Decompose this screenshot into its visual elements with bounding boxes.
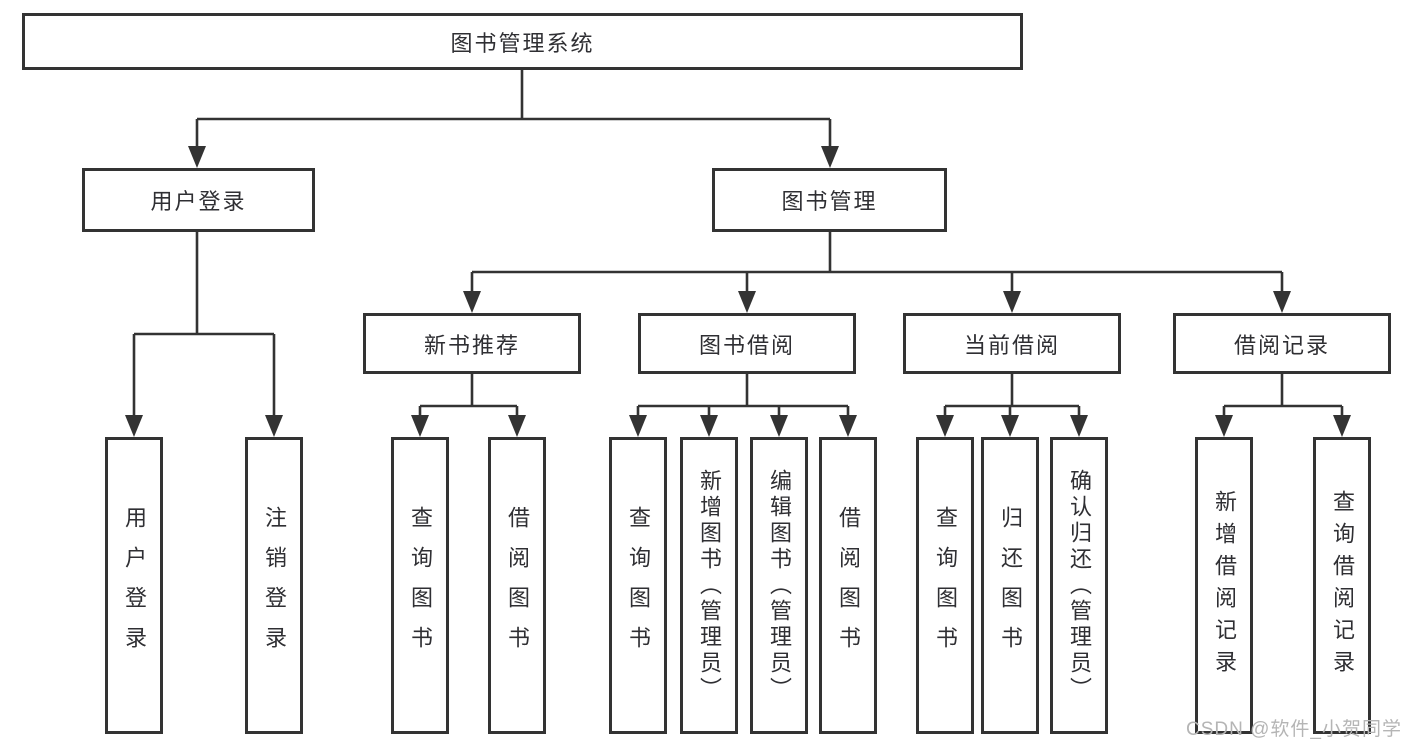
leaf-add-borrow-record: 新增借阅记录 xyxy=(1195,437,1253,734)
leaf-search-books-current: 查询图书 xyxy=(916,437,974,734)
node-label: 新增借阅记录 xyxy=(1212,489,1237,682)
connector-user-login-branch xyxy=(125,232,283,437)
node-label: 新书推荐 xyxy=(423,332,520,358)
connector-borrow-records-branch xyxy=(1215,374,1351,437)
node-label: 图书借阅 xyxy=(698,332,795,358)
leaf-logout: 注销登录 xyxy=(245,437,303,734)
csdn-watermark: CSDN @软件_小贺同学 xyxy=(1186,719,1402,740)
node-book-borrowing: 图书借阅 xyxy=(638,313,856,374)
node-label: 编辑图书（管理员） xyxy=(767,468,792,703)
node-label: 新增图书（管理员） xyxy=(697,468,722,703)
node-library-management-system: 图书管理系统 xyxy=(22,13,1023,70)
connector-book-borrow-branch xyxy=(629,374,857,437)
node-label: 借阅记录 xyxy=(1233,332,1330,358)
node-borrowing-records: 借阅记录 xyxy=(1173,313,1391,374)
connector-current-borrow-branch xyxy=(936,374,1088,437)
node-label: 确认归还（管理员） xyxy=(1067,468,1092,703)
leaf-return-books: 归还图书 xyxy=(981,437,1039,734)
node-label: 查询图书 xyxy=(408,505,433,666)
leaf-borrow-books: 借阅图书 xyxy=(819,437,877,734)
leaf-search-books-borrow: 查询图书 xyxy=(609,437,667,734)
connector-root-to-level2 xyxy=(188,70,839,168)
node-label: 图书管理 xyxy=(781,189,878,214)
node-label: 用户登录 xyxy=(150,189,247,214)
node-label: 图书管理系统 xyxy=(450,30,595,56)
leaf-user-login: 用户登录 xyxy=(105,437,163,734)
node-label: 注销登录 xyxy=(262,505,287,666)
node-label: 查询图书 xyxy=(933,505,958,666)
leaf-confirm-return-admin: 确认归还（管理员） xyxy=(1050,437,1108,734)
node-book-management: 图书管理 xyxy=(712,168,947,232)
node-label: 借阅图书 xyxy=(836,505,861,666)
node-label: 查询图书 xyxy=(626,505,651,666)
node-current-borrowing: 当前借阅 xyxy=(903,313,1121,374)
node-new-book-recommendation: 新书推荐 xyxy=(363,313,581,374)
node-label: 用户登录 xyxy=(122,505,147,666)
leaf-search-books-recommend: 查询图书 xyxy=(391,437,449,734)
node-label: 查询借阅记录 xyxy=(1330,489,1355,682)
leaf-add-book-admin: 新增图书（管理员） xyxy=(680,437,738,734)
connector-new-book-branch xyxy=(411,374,526,437)
node-label: 借阅图书 xyxy=(505,505,530,666)
connector-book-management-branch xyxy=(463,232,1291,313)
node-label: 当前借阅 xyxy=(963,332,1060,358)
leaf-search-borrow-record: 查询借阅记录 xyxy=(1313,437,1371,734)
leaf-edit-book-admin: 编辑图书（管理员） xyxy=(750,437,808,734)
node-user-login: 用户登录 xyxy=(82,168,315,232)
leaf-borrow-books-recommend: 借阅图书 xyxy=(488,437,546,734)
node-label: 归还图书 xyxy=(998,505,1023,666)
